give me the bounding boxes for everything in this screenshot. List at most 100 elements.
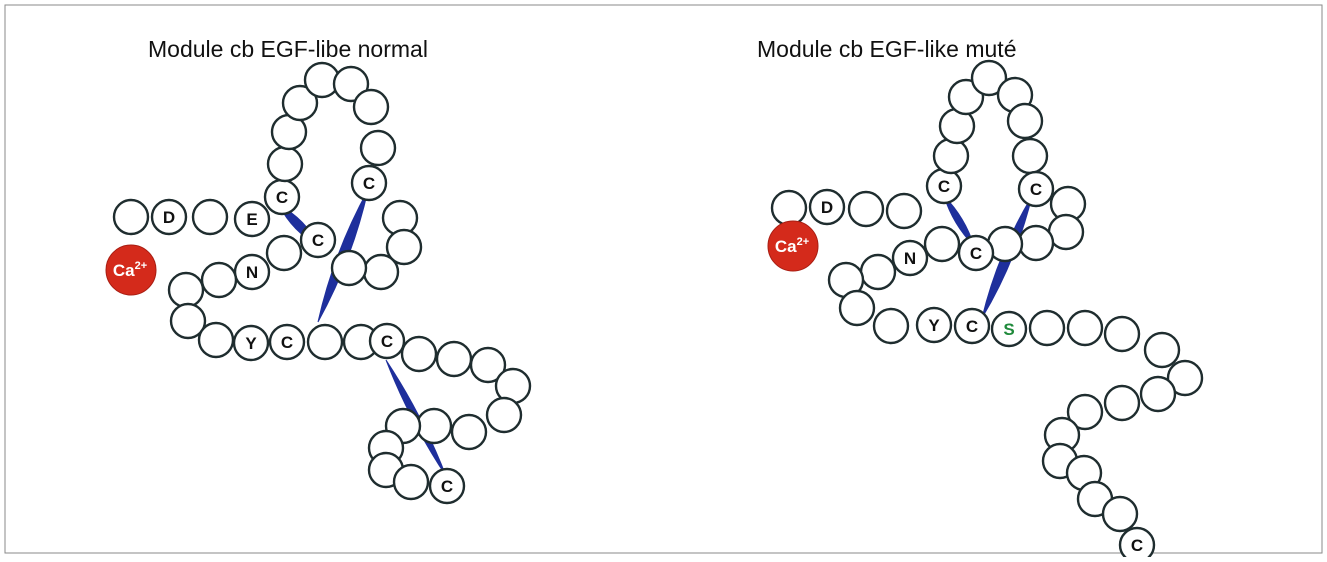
residue-circle [1118, 526, 1156, 562]
residue-circle [1006, 102, 1044, 140]
calcium-ion [105, 244, 157, 296]
residue-letter: C [938, 177, 950, 196]
residue [330, 249, 368, 287]
residue [435, 340, 473, 378]
residue [1143, 331, 1181, 369]
residue-c: C [428, 467, 466, 505]
residue-circle [770, 189, 808, 227]
residue-circle [990, 310, 1028, 348]
residue-circle [392, 463, 430, 501]
residue-circle [232, 324, 270, 362]
residue-circle [808, 188, 846, 226]
residue-s: S [990, 310, 1028, 348]
calcium-ion [767, 220, 819, 272]
residue-circle [332, 65, 370, 103]
residue-c: C [925, 167, 963, 205]
residue-circle [891, 239, 929, 277]
residue-circle [299, 221, 337, 259]
calcium-ion-normal: Ca2+ [105, 244, 157, 296]
residue [970, 59, 1008, 97]
residue-d: D [808, 188, 846, 226]
residue [872, 307, 910, 345]
residue-letter: C [381, 332, 393, 351]
residue-circle [359, 129, 397, 167]
residue [1028, 309, 1066, 347]
residue-circle [1066, 393, 1104, 431]
residue-circle [1066, 309, 1104, 347]
residue [932, 137, 970, 175]
residue-c: C [299, 221, 337, 259]
residue-circle [1101, 495, 1139, 533]
residue-letter: C [1131, 536, 1143, 555]
residue-letter: E [246, 210, 257, 229]
residue [392, 463, 430, 501]
residue [359, 129, 397, 167]
residue [400, 335, 438, 373]
residue-letter: C [312, 231, 324, 250]
residue [1006, 102, 1044, 140]
residue-circle [915, 306, 953, 344]
residue-letter: C [441, 477, 453, 496]
residue-circle [428, 467, 466, 505]
residue-c: C [953, 307, 991, 345]
residue [469, 346, 507, 384]
residue-c: C [263, 178, 301, 216]
residue-circle [330, 249, 368, 287]
residue-letter: D [163, 208, 175, 227]
residue-circle [1166, 359, 1204, 397]
residue-letter: S [1003, 320, 1014, 339]
residue-circle [1143, 331, 1181, 369]
residue-circle [415, 407, 453, 445]
residue-circle [953, 307, 991, 345]
residue [332, 65, 370, 103]
residue [306, 323, 344, 361]
residue-circle [847, 190, 885, 228]
residue-circle [112, 198, 150, 236]
calcium-label: Ca2+ [775, 236, 809, 256]
calcium-ion-mutant: Ca2+ [767, 220, 819, 272]
residue-circle [1017, 170, 1055, 208]
residue [197, 321, 235, 359]
residue-letter: C [363, 174, 375, 193]
residue [923, 225, 961, 263]
residue-e: E [233, 200, 271, 238]
residue-circle [306, 323, 344, 361]
residue-letter: N [904, 249, 916, 268]
residue-circle [266, 145, 304, 183]
residue-circle [191, 198, 229, 236]
residue [1139, 375, 1177, 413]
residue-c: C [1017, 170, 1055, 208]
residue-circle [1017, 224, 1055, 262]
residue-c: C [368, 322, 406, 360]
residue-circle [352, 88, 390, 126]
residue-c: C [268, 323, 306, 361]
residue-y: Y [232, 324, 270, 362]
residue-circle [450, 413, 488, 451]
residue [1066, 393, 1104, 431]
residue [415, 407, 453, 445]
residue-circle [150, 198, 188, 236]
mutant-module-title: Module cb EGF-like muté [757, 36, 1017, 62]
residue-circle [281, 84, 319, 122]
residue-circle [1011, 137, 1049, 175]
residue-circle [932, 137, 970, 175]
residue [266, 145, 304, 183]
residue [847, 190, 885, 228]
residue [838, 289, 876, 327]
residue-circle [469, 346, 507, 384]
residue-circle [350, 164, 388, 202]
residue-circle [859, 253, 897, 291]
residue-c: C [350, 164, 388, 202]
residue-circle [268, 323, 306, 361]
residue [385, 228, 423, 266]
residue-circle [1103, 384, 1141, 422]
residue-c: C [1118, 526, 1156, 562]
residue-circle [197, 321, 235, 359]
residue [1017, 224, 1055, 262]
residue-circle [1139, 375, 1177, 413]
residue-letter: Y [245, 334, 257, 353]
residue-circle [368, 322, 406, 360]
